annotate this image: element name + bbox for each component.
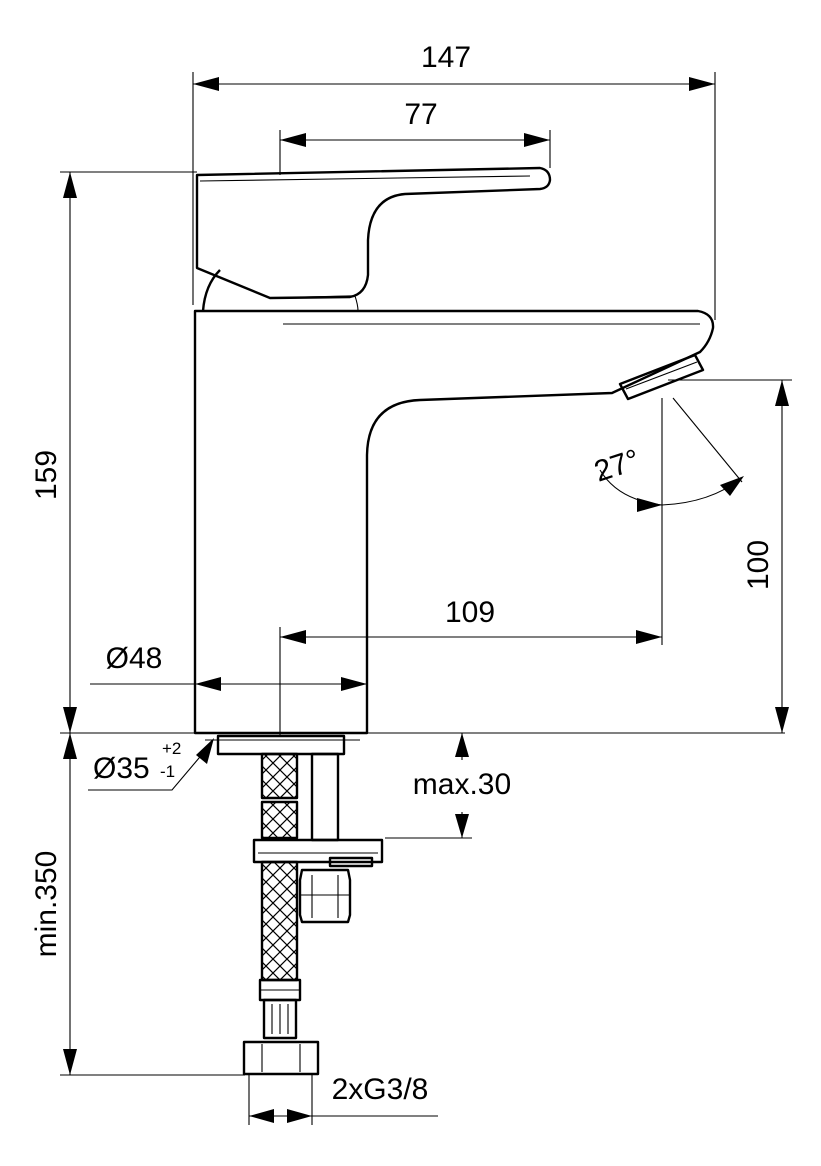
label-spout-reach: 109 (445, 596, 495, 629)
clamp-plate (252, 838, 384, 864)
dim-g38-arrow-left (249, 1109, 274, 1123)
label-hose-length: min.350 (30, 851, 63, 958)
fixing-nut (298, 868, 352, 924)
label-lever-length: 77 (404, 98, 437, 131)
aerator (618, 353, 705, 401)
dim-77-arrow-right (524, 133, 550, 147)
dim-g38-arrow-right (287, 1109, 312, 1123)
connection-nut (242, 1040, 320, 1076)
dim-350-arrow-top (63, 733, 77, 759)
aerator-line (625, 361, 698, 390)
dim-48-arrow-left (195, 677, 221, 691)
faucet-body (193, 309, 715, 735)
braided-hose-lower (260, 860, 299, 982)
lever-under-line (354, 295, 359, 312)
label-hole-tol-plus: +2 (162, 739, 181, 758)
dim-159-arrow-bottom (63, 707, 77, 733)
base-flange (216, 734, 346, 756)
mounting-assembly (60, 732, 785, 1076)
dim-35-leader (88, 744, 211, 791)
dim-48-arrow-right (341, 677, 367, 691)
angle-line-inclined (672, 397, 743, 483)
dim-147-arrow-left (193, 77, 219, 91)
hose-ferrule (262, 998, 298, 1040)
dim-147-arrow-right (689, 77, 715, 91)
dim-100-arrow-top (775, 380, 789, 406)
label-lever-angle: 27° (590, 443, 643, 488)
label-overall-height: 159 (30, 450, 63, 500)
lever-top-line (199, 175, 531, 182)
angle-arrow-left (637, 498, 662, 512)
dim-30-arrow-top (455, 733, 469, 757)
dim-77-arrow-left (280, 133, 306, 147)
angle-arc (599, 469, 743, 506)
label-overall-width: 147 (421, 41, 471, 74)
faucet-outline (193, 166, 715, 735)
cartridge-dome (201, 269, 221, 312)
dim-159-arrow-top (63, 172, 77, 198)
clamp-lip (328, 856, 374, 868)
threaded-rod (310, 752, 340, 842)
dim-109-arrow-left (280, 630, 306, 644)
lever-handle (195, 166, 552, 300)
dim-35-arrow (196, 738, 214, 764)
dim-109-arrow-right (636, 630, 662, 644)
braided-hose-collar (260, 800, 299, 840)
label-spout-height: 100 (742, 540, 775, 590)
label-deck-thickness: max.30 (413, 768, 511, 801)
angle-arrow-right (720, 476, 744, 496)
dim-30-arrow-bottom (455, 814, 469, 838)
braided-hose-upper (260, 752, 299, 800)
dimension-lines (60, 72, 792, 1125)
label-hole-diameter: Ø35 (93, 752, 150, 785)
dim-350-arrow-bottom (63, 1049, 77, 1075)
lever-base-line (274, 295, 356, 299)
dim-100-arrow-bottom (775, 707, 789, 733)
label-base-diameter: Ø48 (106, 642, 163, 675)
label-connection: 2xG3/8 (332, 1073, 429, 1106)
label-hole-tol-minus: -1 (160, 762, 175, 781)
dimension-labels: 147 77 159 100 109 Ø48 Ø35 +2 -1 max.30 … (30, 41, 775, 1106)
